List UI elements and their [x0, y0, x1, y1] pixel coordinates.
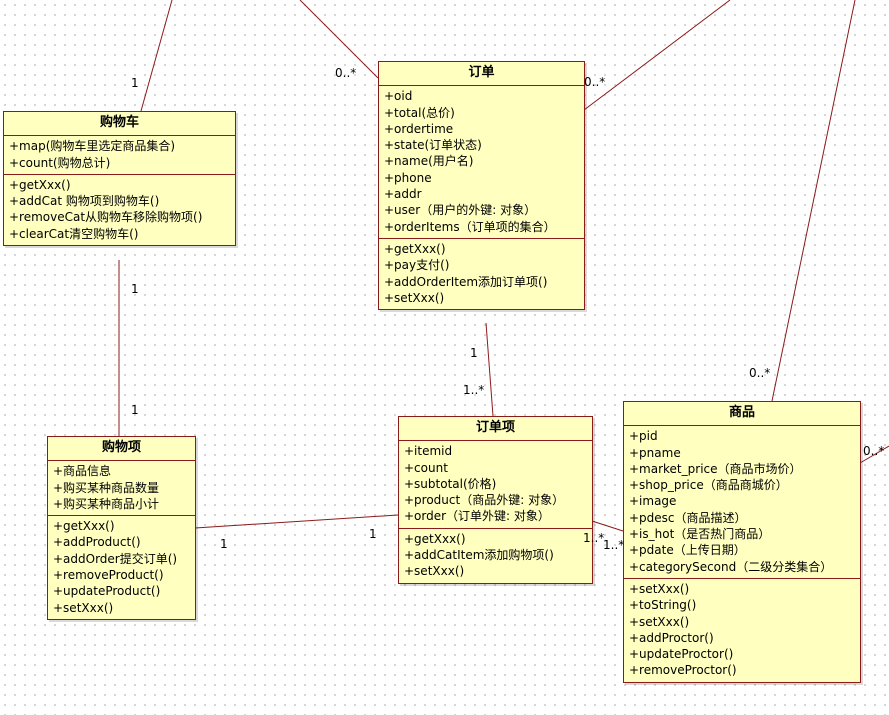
multiplicity-cartitem-top: 1	[131, 403, 139, 417]
method: +clearCat清空购物车()	[9, 226, 139, 241]
class-cartitem-name: 购物项	[48, 437, 195, 462]
class-product-attributes: +pid +pname +market_price（商品市场价） +shop_p…	[624, 426, 860, 579]
class-order-methods: +getXxx() +pay支付() +addOrderItem添加订单项() …	[379, 239, 584, 309]
attribute: +count	[404, 460, 448, 475]
method: +addCatItem添加购物项()	[404, 548, 554, 563]
association-product-up	[771, 0, 856, 402]
attribute: +购买某种商品小计	[53, 496, 160, 511]
attribute: +oid	[384, 89, 413, 104]
class-orderitem-methods: +getXxx() +addCatItem添加购物项() +setXxx()	[399, 529, 592, 583]
attribute: +state(订单状态)	[384, 138, 482, 153]
association-product-right	[859, 445, 889, 464]
multiplicity-product-left: 1..*	[603, 538, 625, 552]
class-cartitem-methods: +getXxx() +addProduct() +addOrder提交订单() …	[48, 516, 195, 619]
class-orderitem[interactable]: 订单项 +itemid +count +subtotal(价格) +produc…	[398, 416, 593, 584]
association-orderitem-product	[591, 520, 624, 532]
class-order-attributes: +oid +total(总价) +ordertime +state(订单状态) …	[379, 86, 584, 239]
class-order-name: 订单	[379, 62, 584, 87]
class-product-methods: +setXxx() +toString() +setXxx() +addProc…	[624, 579, 860, 682]
method: +removeCat从购物车移除购物项()	[9, 210, 203, 225]
attribute: +itemid	[404, 444, 453, 459]
attribute: +user（用户的外键: 对象）	[384, 203, 537, 218]
multiplicity-orderitem-left: 1	[369, 527, 377, 541]
multiplicity-product-right: 0..*	[863, 444, 885, 458]
class-order[interactable]: 订单 +oid +total(总价) +ordertime +state(订单状…	[378, 61, 585, 311]
class-product[interactable]: 商品 +pid +pname +market_price（商品市场价） +sho…	[623, 401, 861, 683]
multiplicity-order-topleft: 0..*	[335, 66, 357, 80]
attribute: +购买某种商品数量	[53, 480, 160, 495]
attribute: +subtotal(价格)	[404, 476, 497, 491]
association-order-orderitem	[485, 322, 494, 417]
class-cartitem-attributes: +商品信息 +购买某种商品数量 +购买某种商品小计	[48, 461, 195, 517]
multiplicity-cartitem-right: 1	[220, 537, 228, 551]
method: +addProduct()	[53, 535, 141, 550]
method: +addProctor()	[629, 630, 714, 645]
method: +setXxx()	[629, 581, 690, 596]
class-cart[interactable]: 购物车 +map(购物车里选定商品集合) +count(购物总计) +getXx…	[3, 111, 236, 247]
multiplicity-cart-top: 1	[131, 76, 139, 90]
attribute: +ordertime	[384, 121, 454, 136]
attribute: +product（商品外键: 对象）	[404, 493, 565, 508]
method: +getXxx()	[53, 519, 115, 534]
attribute: +is_hot（是否热门商品）	[629, 527, 771, 542]
multiplicity-orderitem-top: 1..*	[463, 383, 485, 397]
attribute: +pdesc（商品描述）	[629, 510, 747, 525]
attribute: +categorySecond（二级分类集合）	[629, 559, 833, 574]
attribute: +name(用户名)	[384, 154, 474, 169]
method: +pay支付()	[384, 258, 450, 273]
multiplicity-cart-bottom: 1	[131, 282, 139, 296]
method: +addCat 购物项到购物车()	[9, 194, 160, 209]
attribute: +total(总价)	[384, 105, 455, 120]
attribute: +addr	[384, 187, 422, 202]
method: +addOrder提交订单()	[53, 551, 178, 566]
class-cart-methods: +getXxx() +addCat 购物项到购物车() +removeCat从购…	[4, 175, 235, 245]
attribute: +map(购物车里选定商品集合)	[9, 139, 176, 154]
attribute: +pdate（上传日期）	[629, 543, 746, 558]
attribute: +商品信息	[53, 464, 112, 479]
attribute: +shop_price（商品商城价）	[629, 478, 788, 493]
method: +setXxx()	[629, 614, 690, 629]
attribute: +count(购物总计)	[9, 155, 111, 170]
method: +setXxx()	[384, 290, 445, 305]
attribute: +image	[629, 494, 677, 509]
multiplicity-order-bottom: 1	[470, 346, 478, 360]
method: +addOrderItem添加订单项()	[384, 274, 548, 289]
method: +getXxx()	[9, 177, 71, 192]
class-cart-attributes: +map(购物车里选定商品集合) +count(购物总计)	[4, 136, 235, 175]
method: +toString()	[629, 598, 697, 613]
attribute: +phone	[384, 170, 432, 185]
method: +getXxx()	[384, 241, 446, 256]
attribute: +orderItems（订单项的集合）	[384, 219, 556, 234]
association-order-upright	[583, 0, 731, 111]
attribute: +pid	[629, 429, 658, 444]
multiplicity-product-top: 0..*	[749, 366, 771, 380]
class-cartitem[interactable]: 购物项 +商品信息 +购买某种商品数量 +购买某种商品小计 +getXxx() …	[47, 436, 196, 620]
class-orderitem-attributes: +itemid +count +subtotal(价格) +product（商品…	[399, 441, 592, 529]
attribute: +pname	[629, 445, 681, 460]
multiplicity-order-right: 0..*	[584, 75, 606, 89]
class-product-name: 商品	[624, 402, 860, 427]
association-cartitem-orderitem	[194, 514, 399, 529]
method: +setXxx()	[53, 600, 114, 615]
multiplicity-orderitem-right: 1..*	[583, 531, 605, 545]
attribute: +market_price（商品市场价）	[629, 461, 802, 476]
method: +removeProctor()	[629, 663, 737, 678]
method: +getXxx()	[404, 531, 466, 546]
association-cart-up	[140, 0, 173, 112]
method: +updateProduct()	[53, 584, 161, 599]
association-order-upleft	[299, 0, 379, 79]
class-orderitem-name: 订单项	[399, 417, 592, 442]
attribute: +order（订单外键: 对象）	[404, 509, 550, 524]
class-cart-name: 购物车	[4, 112, 235, 137]
method: +removeProduct()	[53, 568, 164, 583]
method: +setXxx()	[404, 564, 465, 579]
method: +updateProctor()	[629, 647, 734, 662]
